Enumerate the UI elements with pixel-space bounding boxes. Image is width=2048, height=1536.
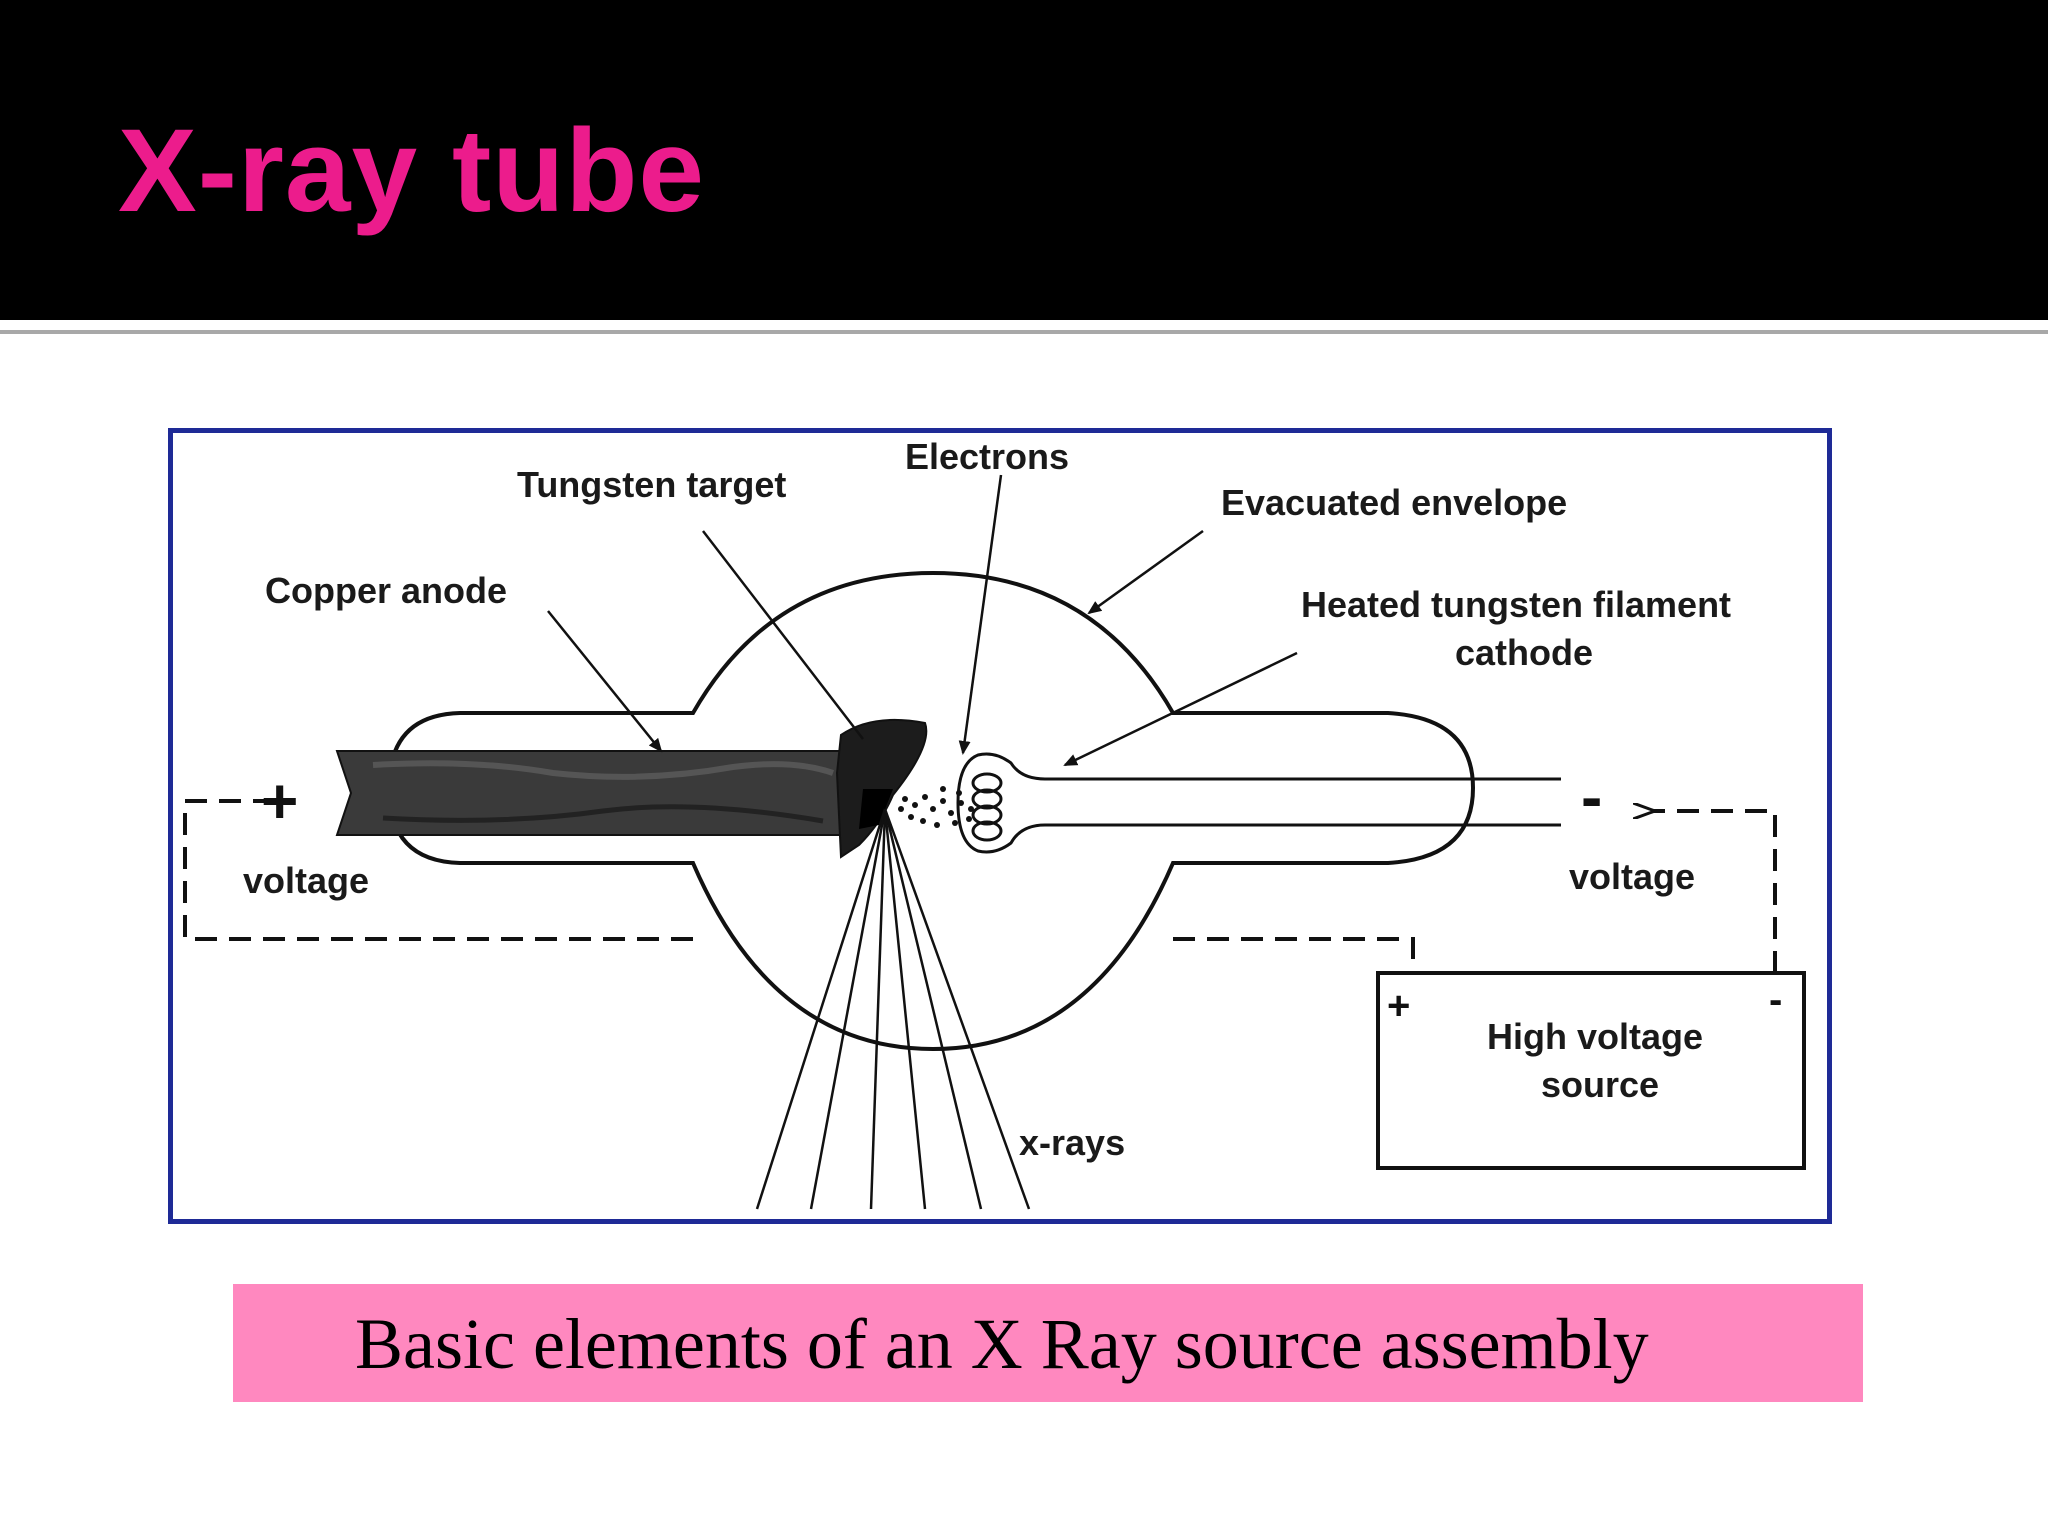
source-label-line1: High voltage <box>1487 1016 1703 1057</box>
filament-label-line1: Heated tungsten filament <box>1301 584 1731 625</box>
tungsten-target-label: Tungsten target <box>517 464 786 505</box>
cathode-circuit-wire <box>1173 811 1777 973</box>
electrons-label: Electrons <box>905 436 1069 477</box>
xray-tube-diagram: Tungsten target Electrons Evacuated enve… <box>168 428 1832 1224</box>
caption-box: Basic elements of an X Ray source assemb… <box>233 1284 1863 1402</box>
anode-plus-sign: + <box>261 765 298 837</box>
source-plus-sign: + <box>1387 984 1410 1028</box>
high-voltage-source-box <box>1376 971 1806 1170</box>
source-minus-sign: - <box>1769 978 1782 1022</box>
xray-tube-drawing: Tungsten target Electrons Evacuated enve… <box>183 436 1806 1210</box>
anode-circuit-wire <box>183 799 705 941</box>
cathode-minus-sign: - <box>1581 761 1602 833</box>
evacuated-envelope-label: Evacuated envelope <box>1221 482 1567 523</box>
slide-title: X-ray tube <box>118 105 706 237</box>
source-label-line2: source <box>1541 1064 1659 1105</box>
xray-beams <box>755 808 1031 1210</box>
caption-text: Basic elements of an X Ray source assemb… <box>355 1304 1649 1384</box>
voltage-left-label: voltage <box>243 860 369 901</box>
tungsten-target-shape <box>835 718 928 859</box>
voltage-right-label: voltage <box>1569 856 1695 897</box>
cathode-stem <box>956 752 1561 854</box>
filament-coil <box>971 772 1003 842</box>
title-bar: X-ray tube <box>0 0 2048 320</box>
xrays-label: x-rays <box>1019 1122 1125 1163</box>
label-leader-arrows <box>547 474 1298 767</box>
title-divider <box>0 330 2048 334</box>
copper-anode-label: Copper anode <box>265 570 507 611</box>
filament-label-line2: cathode <box>1455 632 1593 673</box>
